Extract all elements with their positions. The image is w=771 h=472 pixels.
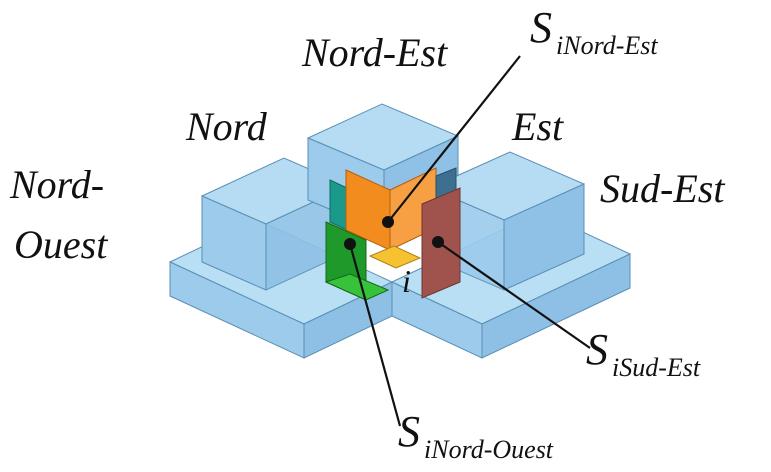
dot-nord-est — [382, 216, 394, 228]
label-nord-ouest-line1: Nord- — [9, 162, 104, 207]
leader-line-nord-ouest — [348, 243, 402, 427]
label-nord-est: Nord-Est — [301, 30, 448, 75]
surface-label-nord-ouest-main: S — [398, 407, 420, 456]
dot-sud-est — [432, 236, 444, 248]
surface-label-nord-ouest: S iNord-Ouest — [398, 407, 554, 464]
surface-label-nord-est-main: S — [530, 3, 552, 52]
label-est: Est — [511, 104, 564, 149]
label-nord: Nord — [185, 104, 268, 149]
surface-label-nord-est-sub: iNord-Est — [556, 31, 658, 60]
surface-label-nord-est: S iNord-Est — [530, 3, 658, 60]
dot-nord-ouest — [344, 238, 356, 250]
surface-label-sud-est-sub: iSud-Est — [612, 353, 701, 382]
label-nord-ouest-line2: Ouest — [14, 222, 108, 267]
leader-lines — [348, 55, 591, 427]
surface-label-nord-ouest-sub: iNord-Ouest — [424, 435, 554, 464]
label-sud-est: Sud-Est — [600, 166, 725, 211]
label-cell-i: i — [402, 263, 411, 299]
surface-nord-ouest-green — [324, 221, 390, 301]
leader-line-nord-est — [387, 55, 521, 223]
surface-label-sud-est: S iSud-Est — [586, 325, 701, 382]
cell-i-yellow — [368, 245, 422, 269]
leader-line-sud-est — [437, 241, 591, 349]
leader-dots — [344, 216, 444, 250]
surface-label-sud-est-main: S — [586, 325, 608, 374]
